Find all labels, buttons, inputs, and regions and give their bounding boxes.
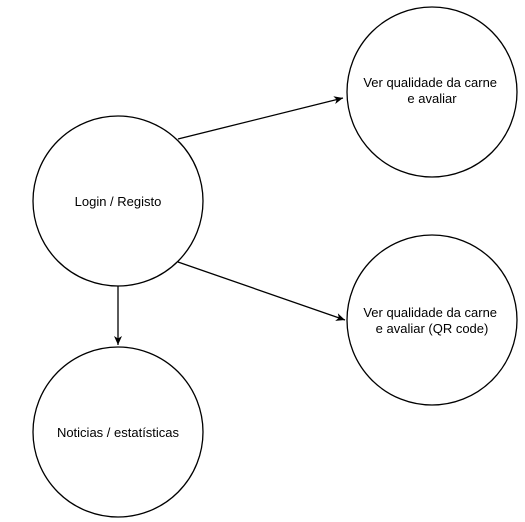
node-login-label: Login / Registo [75, 194, 162, 209]
node-news-circle [32, 346, 204, 518]
node-news[interactable]: Noticias / estatísticas [32, 346, 204, 518]
node-quality-label-line-1: Ver qualidade da carne [363, 75, 497, 90]
node-news-label: Noticias / estatísticas [57, 425, 180, 440]
node-login-circle [32, 115, 204, 287]
node-news-label-line-1: Noticias / estatísticas [57, 425, 180, 440]
node-quality-label-line-2: e avaliar [407, 91, 457, 106]
edge-login-to-quality [177, 96, 344, 140]
node-quality-qr[interactable]: Ver qualidade da carne e avaliar (QR cod… [346, 234, 518, 406]
node-quality-circle [346, 6, 518, 178]
node-quality-qr-circle [346, 234, 518, 406]
node-quality-qr-label: Ver qualidade da carne e avaliar (QR cod… [363, 305, 500, 336]
node-quality-qr-label-line-1: Ver qualidade da carne [363, 305, 497, 320]
node-quality-qr-label-line-2: e avaliar (QR code) [376, 321, 489, 336]
node-login[interactable]: Login / Registo [32, 115, 204, 287]
edge-login-to-quality-qr [177, 261, 346, 321]
node-login-label-line-1: Login / Registo [75, 194, 162, 209]
node-quality-label: Ver qualidade da carne e avaliar [363, 75, 500, 106]
node-quality[interactable]: Ver qualidade da carne e avaliar [346, 6, 518, 178]
